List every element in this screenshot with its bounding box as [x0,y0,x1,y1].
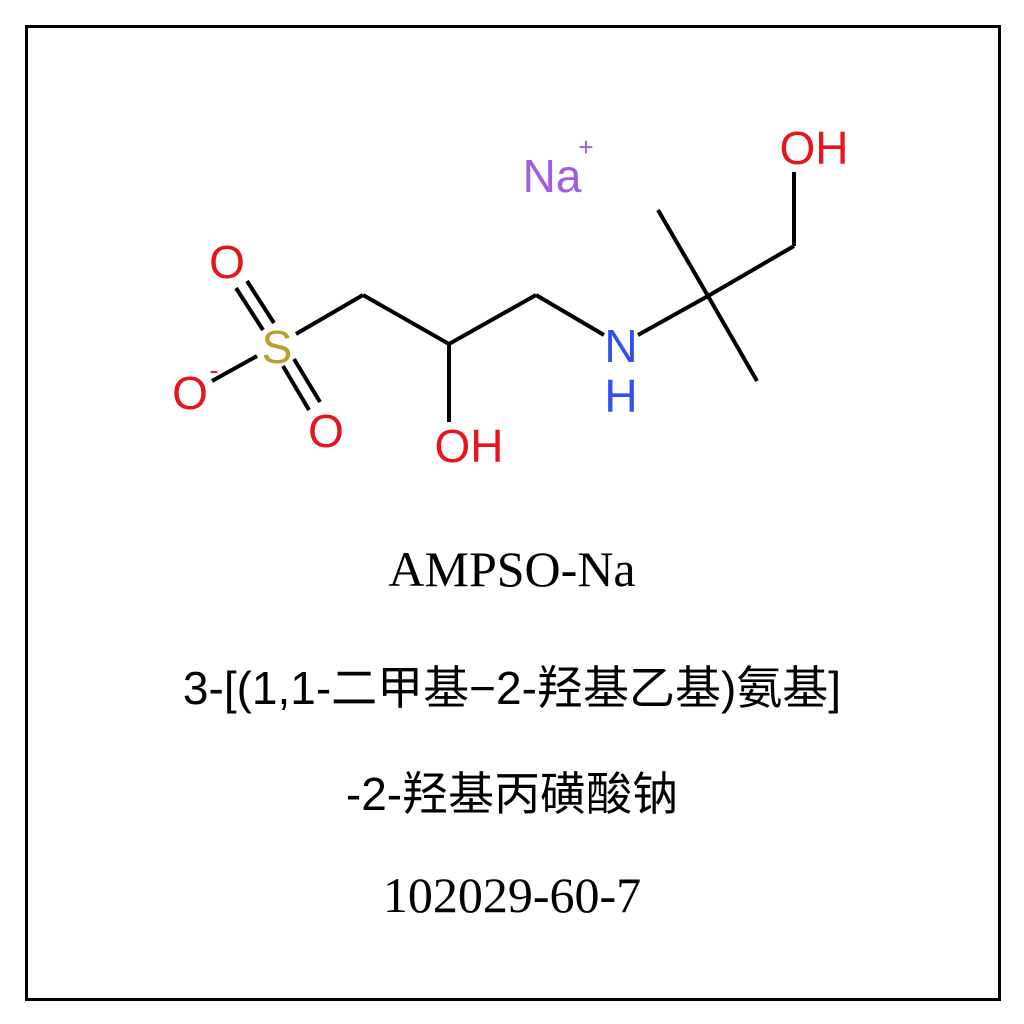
bond-cq-c4 [706,244,796,298]
positive-charge-sign: + [578,132,593,162]
cas-number: 102029-60-7 [382,867,642,923]
atom-amine-hydrogen: H [604,370,637,422]
bond-c3-n [534,293,606,337]
image-border-frame [25,25,1001,1001]
bond-s-o-anion [211,354,258,383]
bond-s-o-bottom-a [281,364,311,412]
atom-oxygen-anion: O [172,367,208,419]
atom-hydroxyl-top: OH [780,122,849,174]
bonds [211,172,796,422]
bond-n-cq [637,294,709,337]
bond-c1-c2 [362,293,450,346]
atom-hydroxyl-mid: OH [435,420,504,472]
chinese-name-line-1: 3-[(1,1-二甲基−2-羟基乙基)氨基] [182,662,842,714]
bond-s-o-top-a [234,286,265,332]
bond-s-o-top-b [245,279,276,325]
bond-s-o-bottom-b [292,357,322,404]
atom-oxygen-bottom: O [308,405,344,457]
atom-labels: O S O - O OH N H OH Na + [172,122,848,472]
atom-sodium: Na [523,150,582,202]
atom-oxygen-top: O [209,236,245,288]
bond-cq-methyl-lower [706,295,759,382]
chinese-name-line-2: -2-羟基丙磺酸钠 [345,768,679,820]
compound-abbreviation: AMPSO-Na [388,541,636,597]
atom-sulfur: S [262,321,293,373]
atom-nitrogen: N [604,320,637,372]
bond-s-c1 [294,293,365,336]
bond-cq-methyl-upper [656,208,710,298]
negative-charge-sign: - [210,355,219,385]
bond-c2-c3 [448,293,537,346]
